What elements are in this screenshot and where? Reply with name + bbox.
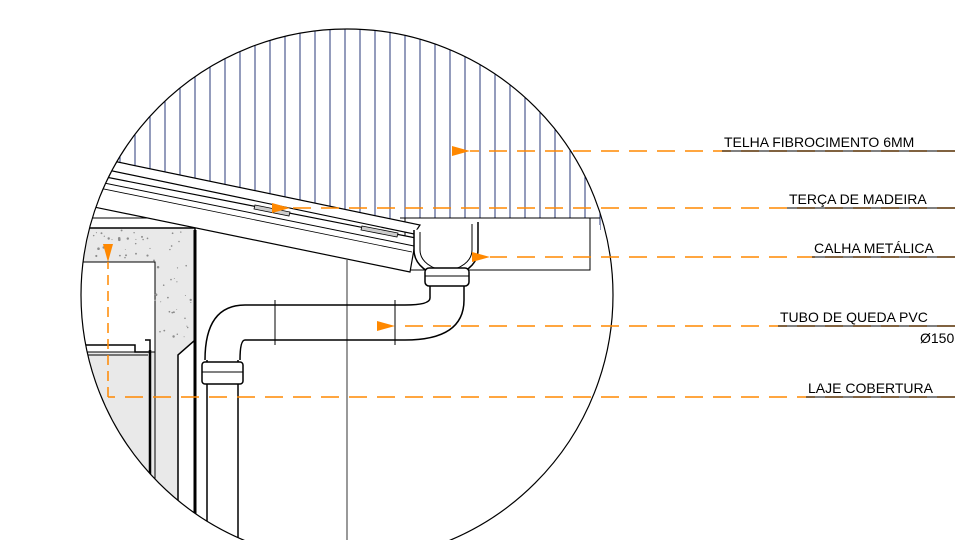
concrete-speck xyxy=(92,234,95,237)
concrete-speck xyxy=(171,232,174,235)
concrete-speck xyxy=(153,259,155,262)
concrete-speck xyxy=(78,259,80,261)
concrete-speck xyxy=(149,247,151,250)
metal-gutter xyxy=(413,222,479,287)
concrete-speck xyxy=(95,232,97,234)
concrete-speck xyxy=(65,243,67,245)
concrete-speck xyxy=(77,328,79,330)
concrete-speck xyxy=(124,248,126,250)
downpipe xyxy=(201,286,465,540)
concrete-speck xyxy=(146,254,149,257)
concrete-speck xyxy=(95,254,98,258)
concrete-speck xyxy=(159,330,161,333)
concrete-speck xyxy=(184,317,186,320)
concrete-speck xyxy=(186,325,188,327)
concrete-speck xyxy=(79,248,80,249)
concrete-speck xyxy=(169,248,171,251)
label-tubo-diameter: Ø150 xyxy=(920,330,954,346)
detail-circle-content xyxy=(61,29,601,540)
concrete-speck xyxy=(154,299,156,301)
concrete-speck xyxy=(180,231,182,233)
concrete-speck xyxy=(156,265,160,269)
label-underlines xyxy=(722,150,955,398)
concrete-speck xyxy=(126,237,129,240)
concrete-speck xyxy=(75,282,77,284)
concrete-speck xyxy=(176,308,178,310)
concrete-speck xyxy=(185,264,187,267)
concrete-speck xyxy=(76,256,78,258)
concrete-speck xyxy=(133,232,135,234)
concrete-speck xyxy=(176,267,179,269)
concrete-speck xyxy=(102,246,105,249)
label-tubo: TUBO DE QUEDA PVC xyxy=(780,309,928,325)
concrete-speck xyxy=(141,235,143,238)
concrete-speck xyxy=(176,333,179,336)
concrete-speck xyxy=(186,326,189,329)
concrete-speck xyxy=(170,278,172,281)
concrete-speck xyxy=(100,232,103,235)
concrete-speck xyxy=(72,237,73,238)
concrete-speck xyxy=(190,301,192,304)
concrete-speck xyxy=(173,278,175,279)
concrete-speck xyxy=(62,312,64,314)
concrete-speck xyxy=(135,252,137,255)
concrete-speck xyxy=(178,240,180,243)
label-laje: LAJE COBERTURA xyxy=(808,380,934,396)
concrete-speck xyxy=(73,229,75,231)
concrete-speck xyxy=(70,268,71,269)
concrete-speck xyxy=(125,254,127,257)
concrete-speck xyxy=(61,321,64,324)
concrete-speck xyxy=(189,298,192,302)
concrete-slab xyxy=(81,217,196,540)
concrete-speck xyxy=(107,237,110,240)
concrete-speck xyxy=(97,247,100,250)
concrete-speck xyxy=(77,316,79,318)
concrete-speck xyxy=(73,253,74,254)
concrete-speck xyxy=(64,288,66,290)
concrete-speck xyxy=(64,335,66,337)
concrete-speck xyxy=(154,293,158,296)
concrete-speck xyxy=(167,296,169,299)
concrete-speck xyxy=(120,229,123,232)
concrete-speck xyxy=(171,311,174,314)
concrete-speck xyxy=(73,234,75,236)
label-telha: TELHA FIBROCIMENTO 6MM xyxy=(724,134,914,150)
concrete-speck xyxy=(107,252,110,255)
label-terca: TERÇA DE MADEIRA xyxy=(789,191,927,207)
concrete-speck xyxy=(134,242,137,245)
label-calha: CALHA METÁLICA xyxy=(814,240,934,256)
concrete-speck xyxy=(162,284,165,287)
concrete-speck xyxy=(117,237,121,240)
concrete-speck xyxy=(103,235,105,237)
concrete-speck xyxy=(160,301,162,303)
concrete-speck xyxy=(72,331,73,332)
concrete-speck xyxy=(163,329,166,332)
concrete-speck xyxy=(111,239,113,241)
concrete-speck xyxy=(183,336,185,338)
concrete-speck xyxy=(142,238,144,241)
concrete-speck xyxy=(63,256,64,257)
concrete-speck xyxy=(66,272,67,273)
concrete-speck xyxy=(135,238,137,240)
concrete-speck xyxy=(119,254,121,257)
detail-circle xyxy=(80,28,614,540)
concrete-speck xyxy=(124,256,126,259)
concrete-speck xyxy=(184,294,186,297)
concrete-speck xyxy=(170,245,173,247)
concrete-speck xyxy=(62,269,64,271)
concrete-speck xyxy=(65,236,67,238)
concrete-speck xyxy=(78,307,81,310)
roof-layers xyxy=(81,149,421,273)
concrete-speck xyxy=(172,311,175,314)
concrete-speck xyxy=(176,281,178,283)
concrete-speck xyxy=(83,233,85,235)
concrete-speck xyxy=(172,335,175,338)
concrete-speck xyxy=(68,260,70,262)
concrete-speck xyxy=(168,310,171,313)
concrete-speck xyxy=(74,239,75,240)
concrete-speck xyxy=(68,280,69,281)
concrete-speck xyxy=(146,237,149,240)
